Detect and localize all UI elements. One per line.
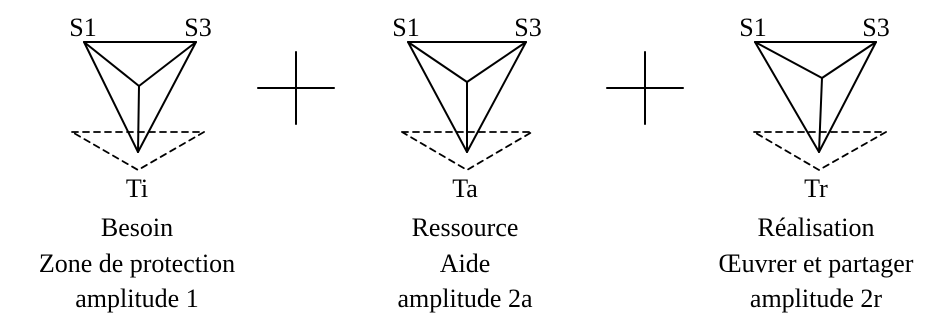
vertex-label-s3-1: S3: [184, 13, 211, 42]
dashed-shadow-3: [753, 131, 887, 171]
vertex-label-s3-3: S3: [862, 13, 889, 42]
vertex-label-s1-2: S1: [392, 13, 419, 42]
plus-sign-2: [606, 51, 684, 125]
caption-line-1-2: Zone de protection: [39, 249, 235, 278]
left-edge-3: [754, 41, 820, 153]
dashed-shadow-2: [401, 131, 533, 171]
bottom-vertex-label-2: Ta: [452, 174, 478, 203]
right-edge-2: [466, 41, 527, 153]
vertex-label-s3-2: S3: [514, 13, 541, 42]
inner-edge-left-3: [754, 41, 823, 79]
plus-sign-1: [257, 51, 335, 125]
caption-line-2-2: Aide: [440, 249, 491, 278]
left-edge-2: [407, 41, 468, 153]
caption-line-3-2: Œuvrer et partager: [719, 249, 914, 278]
inner-edge-right-3: [821, 41, 877, 79]
inner-edge-left-1: [83, 41, 140, 87]
bottom-vertex-label-3: Tr: [804, 174, 828, 203]
bottom-vertex-label-1: Ti: [126, 174, 148, 203]
caption-line-3-3: amplitude 2r: [750, 284, 882, 313]
dashed-shadow-1: [71, 131, 205, 171]
caption-line-3-1: Réalisation: [758, 213, 875, 242]
caption-line-2-1: Ressource: [412, 213, 519, 242]
caption-line-1-1: Besoin: [101, 213, 173, 242]
caption-line-1-3: amplitude 1: [75, 284, 198, 313]
pyramid-figure-1: S1 S3 Ti Besoin Zone de protection ampli…: [39, 13, 235, 313]
right-edge-1: [137, 41, 197, 153]
inner-edge-down-3: [818, 77, 823, 153]
caption-line-2-3: amplitude 2a: [397, 284, 532, 313]
pyramid-figure-2: S1 S3 Ta Ressource Aide amplitude 2a: [392, 13, 541, 313]
inner-edge-right-1: [138, 41, 197, 87]
inner-edge-left-2: [407, 41, 468, 83]
right-edge-3: [818, 41, 877, 153]
vertex-label-s1-3: S1: [739, 13, 766, 42]
inner-edge-right-2: [466, 41, 527, 83]
inner-edge-down-1: [137, 85, 140, 153]
vertex-label-s1-1: S1: [69, 13, 96, 42]
pyramid-figure-3: S1 S3 Tr Réalisation Œuvrer et partager …: [719, 13, 914, 313]
left-edge-1: [83, 41, 139, 153]
